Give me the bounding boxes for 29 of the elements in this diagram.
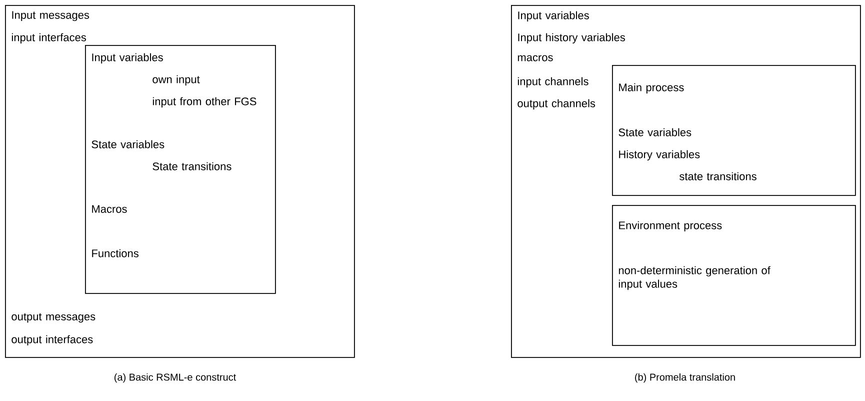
text-label: non-deterministic generation of input values [618,266,770,290]
text-label: macros [518,55,553,62]
frame-box [612,65,856,196]
node-label: (a) Basic RSML-e construct [114,373,236,383]
text-label: State transitions [152,162,232,170]
text-label: State variables [618,128,692,136]
text-label: output channels [518,99,596,110]
text-label: input interfaces [12,33,86,44]
frame-box [511,5,861,358]
text-label: Functions [92,249,138,258]
text-label: input channels [518,77,588,88]
text-label: Main process [619,83,684,94]
frame-box [85,45,276,294]
text-label: input from other FGS [152,97,256,108]
text-label: Input messages [12,11,90,22]
text-label: Environment process [619,221,722,232]
frame-box [5,5,355,358]
text-label: output messages [12,313,96,323]
text-label: Input history variables [518,33,625,44]
text-label: Macros [92,205,127,213]
text-label: Input variables [92,53,163,64]
frame-box [612,205,856,346]
text-label: output interfaces [12,335,93,346]
text-label: state transitions [680,172,756,180]
text-label: State variables [92,140,164,148]
node-label: (b) Promela translation [635,373,735,383]
text-label: own input [152,75,200,86]
text-label: History variables [619,150,700,160]
text-label: Input variables [518,11,589,22]
